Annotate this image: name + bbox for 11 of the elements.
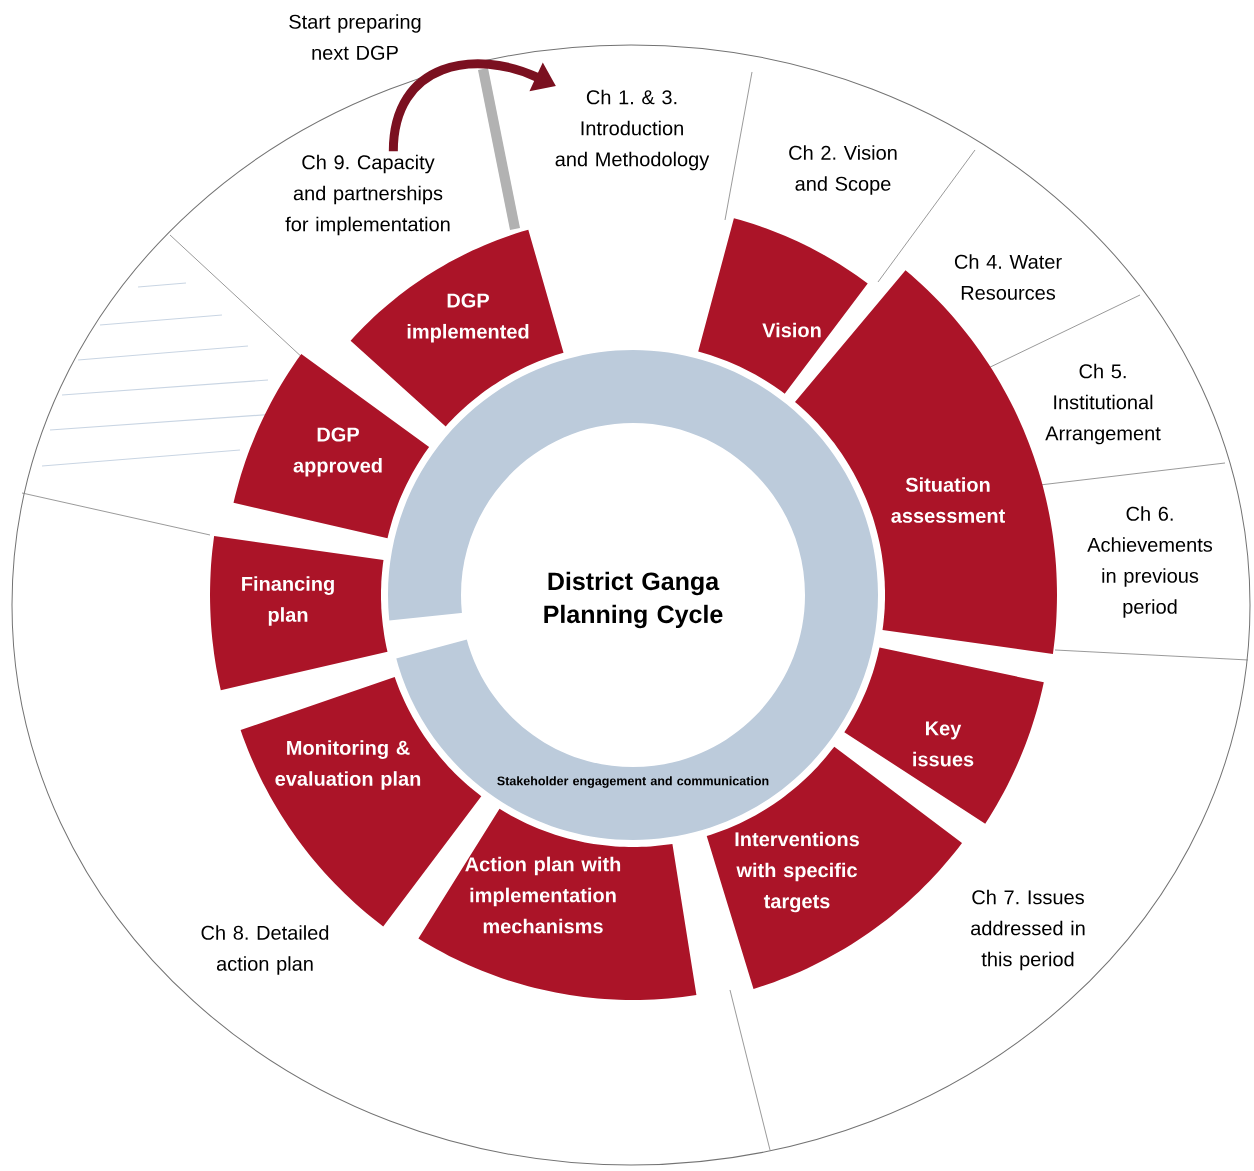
chapter-label: Ch 2. Vision and Scope: [789, 145, 897, 195]
cycle-segment: Financing plan: [210, 536, 388, 691]
edge-label: Start preparing next DGP: [289, 14, 421, 60]
cycle-segment: Vision: [698, 218, 868, 394]
cycle-segment: Key issues: [844, 647, 1044, 824]
chapter-label: Ch 7. Issues addressed in this period: [971, 889, 1085, 971]
cycle-segment: DGP approved: [233, 354, 430, 539]
chapter-label: Ch 1. & 3. Introduction and Methodology: [555, 89, 710, 171]
chapter-label: Ch 6. Achievements in previous period: [1087, 506, 1213, 618]
cycle-segment: Action plan with implementation mechanisms: [418, 808, 697, 1000]
chapter-label: Ch 8. Detailed action plan: [201, 925, 329, 975]
